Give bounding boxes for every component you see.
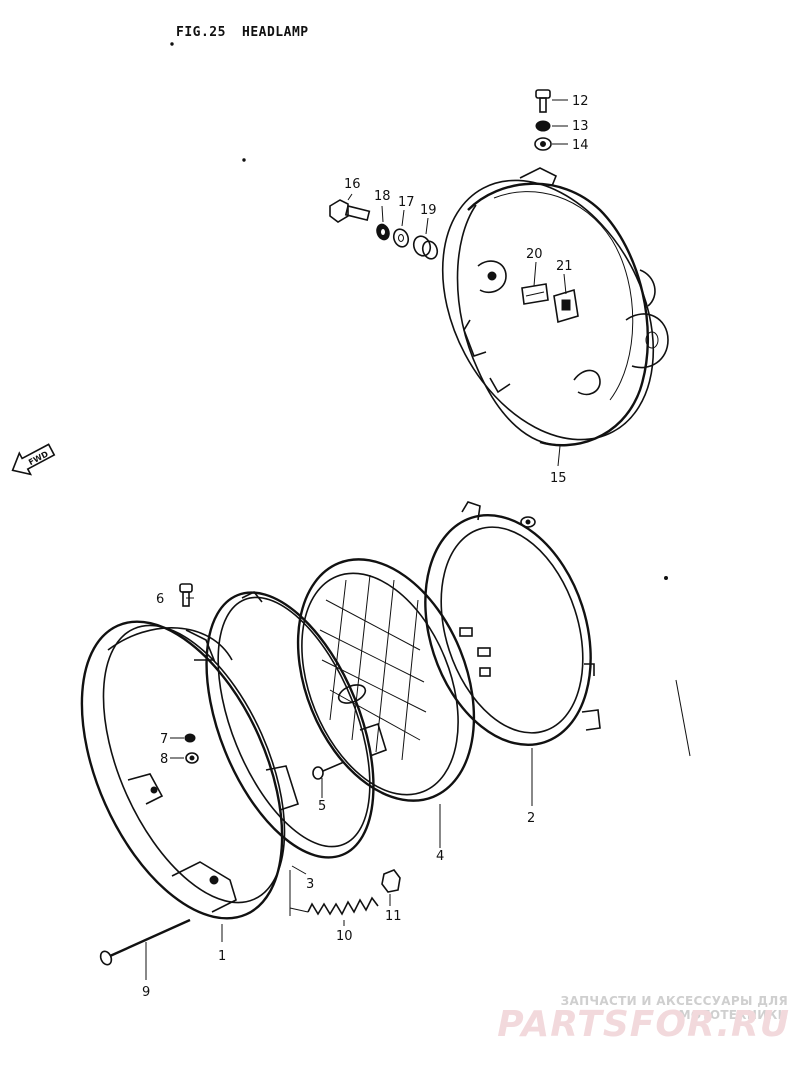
- callout-10: 10: [336, 929, 353, 944]
- socket-21: [553, 288, 579, 324]
- headlamp-housing: [441, 167, 669, 447]
- screw-6: [179, 583, 193, 607]
- callout-9: 9: [142, 985, 150, 1000]
- grommet-20: [521, 283, 549, 305]
- retaining-ring: [205, 590, 375, 859]
- screw-5: [312, 761, 345, 780]
- leader-lines: [145, 99, 568, 980]
- callout-20: 20: [526, 247, 543, 262]
- watermark-logo: PARTSFOR.RU: [497, 1004, 790, 1045]
- callout-4: 4: [436, 849, 444, 864]
- callout-11: 11: [385, 909, 402, 924]
- bolt-12: [535, 89, 551, 113]
- nut-11: [381, 869, 401, 893]
- callout-6: 6: [156, 592, 164, 607]
- callout-3: 3: [306, 877, 314, 892]
- collar-19: [412, 235, 439, 260]
- screw-9: [99, 918, 191, 966]
- callout-17: 17: [398, 195, 415, 210]
- callout-12: 12: [572, 94, 589, 109]
- forward-arrow-icon: FWD: [11, 443, 56, 476]
- callout-18: 18: [374, 189, 391, 204]
- callout-16: 16: [344, 177, 361, 192]
- callout-13: 13: [572, 119, 589, 134]
- bolt-16: [329, 199, 371, 223]
- headlamp-rim: [80, 620, 286, 920]
- washer-18: [376, 223, 390, 241]
- callout-21: 21: [556, 259, 573, 274]
- callout-8: 8: [160, 752, 168, 767]
- spring-10: [289, 896, 379, 916]
- callout-15: 15: [550, 471, 567, 486]
- callout-19: 19: [420, 203, 437, 218]
- callout-1: 1: [218, 949, 226, 964]
- nut-7: [184, 733, 196, 743]
- washer-17: [392, 228, 410, 248]
- callout-2: 2: [527, 811, 535, 826]
- nut-14: [534, 137, 552, 151]
- callout-5: 5: [318, 799, 326, 814]
- callout-7: 7: [160, 732, 168, 747]
- callout-14: 14: [572, 138, 589, 153]
- figure-title: HEADLAMP: [242, 25, 309, 40]
- figure-number: FIG.25: [176, 25, 226, 40]
- mounting-ring: [424, 501, 601, 746]
- watermark-subtitle: ЗАПЧАСТИ И АКСЕССУАРЫ ДЛЯ МОТОТЕХНИКИ: [560, 994, 788, 1022]
- washer-8: [185, 752, 199, 764]
- washer-13: [535, 120, 551, 132]
- scan-specks: [170, 42, 691, 757]
- sealed-beam-unit: [296, 558, 491, 802]
- callout-labels: 1 2 3 4 5 6 7 8 9 10 11 12 13 14 15 16 1…: [142, 94, 589, 1000]
